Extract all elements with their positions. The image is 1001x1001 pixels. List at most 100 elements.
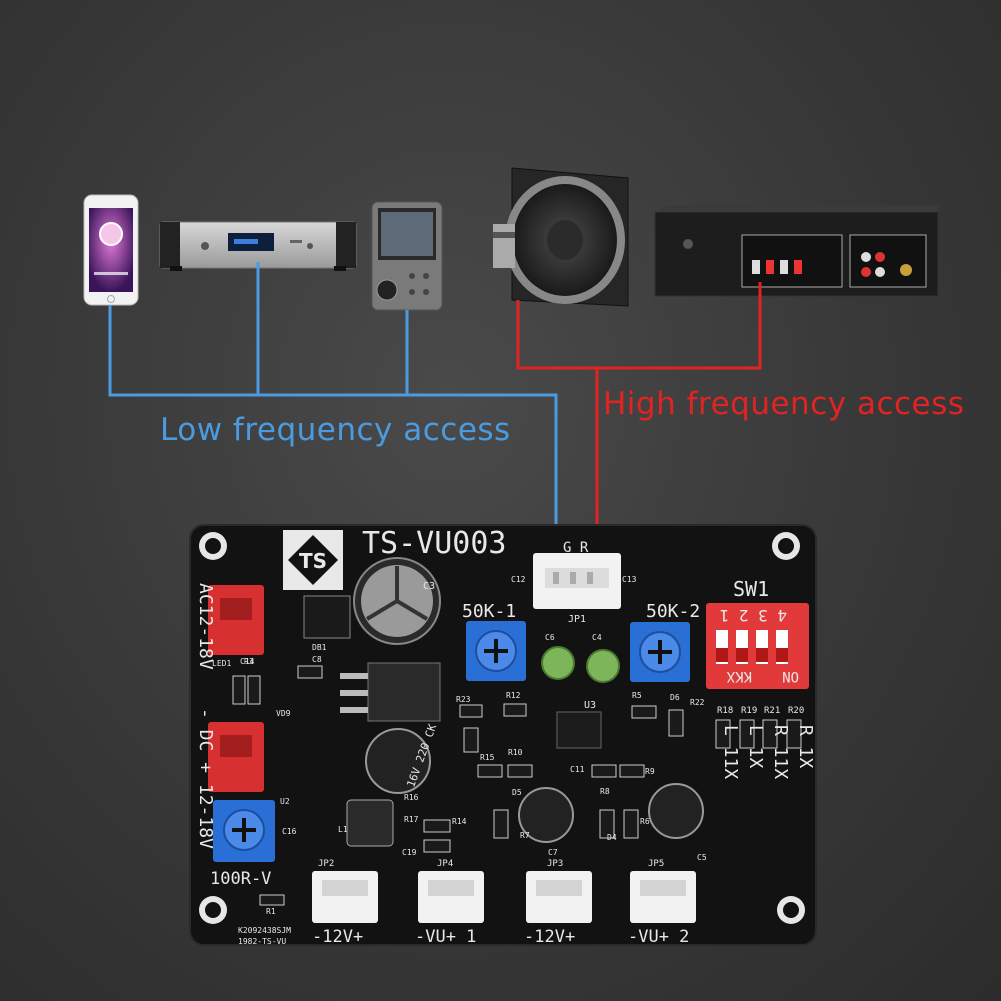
component-label-c11: C11 bbox=[570, 765, 585, 774]
inductor-l1 bbox=[346, 799, 394, 847]
component-label-r12: R12 bbox=[506, 691, 521, 700]
dc-power-label: - DC + 12-18V bbox=[195, 708, 216, 849]
smartphone-icon bbox=[83, 194, 139, 306]
cd-player-icon bbox=[159, 221, 357, 271]
amplifier-icon bbox=[654, 205, 939, 297]
jp5-connector[interactable] bbox=[630, 871, 696, 923]
ic-chip-u3 bbox=[556, 711, 602, 749]
component-label-c12: C12 bbox=[511, 575, 526, 584]
main-capacitor bbox=[353, 557, 441, 645]
jp4-label: -VU+ 1 bbox=[415, 927, 476, 947]
voltage-regulator bbox=[367, 662, 441, 722]
r20-label: R20 bbox=[788, 706, 804, 716]
component-label-r14: R14 bbox=[452, 817, 467, 826]
jp2-id: JP2 bbox=[318, 859, 334, 869]
trim-pot-100r[interactable] bbox=[213, 800, 275, 862]
gain-l-1x: L 1X bbox=[745, 725, 766, 769]
green-cap-c4 bbox=[586, 649, 620, 683]
ts-logo: TS bbox=[283, 530, 343, 590]
component-label-l1: L1 bbox=[338, 825, 348, 834]
jp1-pin-label: G R bbox=[563, 540, 589, 556]
green-cap-c6 bbox=[541, 646, 575, 680]
vu-driver-board: TS bbox=[189, 524, 817, 947]
component-label-r1: R1 bbox=[266, 907, 276, 916]
component-label-c19: C19 bbox=[402, 848, 417, 857]
component-label-u2: U2 bbox=[280, 797, 290, 806]
ac-power-label: AC12-18V bbox=[195, 583, 216, 670]
component-label-vd9: VD9 bbox=[276, 709, 291, 718]
pot-50k-2[interactable] bbox=[630, 622, 690, 682]
component-label-c4: C4 bbox=[592, 633, 602, 642]
r19-label: R19 bbox=[741, 706, 757, 716]
component-label-c8: C8 bbox=[312, 655, 322, 664]
speaker-icon bbox=[493, 167, 629, 307]
svg-text:TS: TS bbox=[299, 549, 327, 573]
component-label-r10: R10 bbox=[508, 748, 523, 757]
component-label-db1: DB1 bbox=[312, 643, 327, 652]
r18-label: R18 bbox=[717, 706, 733, 716]
component-label-c16: C16 bbox=[282, 827, 297, 836]
component-label-c5: C5 bbox=[697, 853, 707, 862]
component-label-led1: LED1 bbox=[212, 659, 231, 668]
switch-on-label: ON bbox=[782, 668, 799, 684]
pot-left-label: 50K-1 bbox=[462, 601, 516, 622]
r21-label: R21 bbox=[764, 706, 780, 716]
component-label-r23: R23 bbox=[456, 695, 471, 704]
component-label-r8: R8 bbox=[600, 787, 610, 796]
low-frequency-wire bbox=[108, 262, 558, 552]
jp1-label: JP1 bbox=[568, 614, 586, 625]
board-title: TS-VU003 bbox=[362, 526, 507, 561]
chip-label: U3 bbox=[584, 700, 596, 711]
switch-label: SW1 bbox=[733, 577, 769, 601]
trim-pot-label: 100R-V bbox=[210, 869, 271, 889]
high-frequency-label: High frequency access bbox=[603, 386, 965, 422]
component-label-r17: R17 bbox=[404, 815, 419, 824]
low-frequency-label: Low frequency access bbox=[160, 412, 511, 448]
jp2-connector[interactable] bbox=[312, 871, 378, 923]
gain-r-1x: R 1X bbox=[795, 725, 816, 769]
bridge-rectifier bbox=[303, 595, 351, 639]
jp3-id: JP3 bbox=[547, 859, 563, 869]
component-label-r15: R15 bbox=[480, 753, 495, 762]
switch-kkx-label: KKX bbox=[726, 668, 752, 684]
switch-numbers: 4 3 2 1 bbox=[720, 606, 787, 625]
component-label-d4: D4 bbox=[607, 833, 617, 842]
component-label-c14: C14 bbox=[240, 657, 255, 666]
jp2-label: -12V+ bbox=[312, 927, 363, 947]
jp5-label: -VU+ 2 bbox=[628, 927, 689, 947]
gain-l-11x: L 11X bbox=[720, 725, 741, 779]
jp4-id: JP4 bbox=[437, 859, 453, 869]
pot-50k-1[interactable] bbox=[466, 621, 526, 681]
component-label-d5: D5 bbox=[512, 788, 522, 797]
component-label-r7: R7 bbox=[520, 831, 530, 840]
jp3-connector[interactable] bbox=[526, 871, 592, 923]
jp1-input-connector[interactable] bbox=[533, 553, 621, 609]
pot-right-label: 50K-2 bbox=[646, 601, 700, 622]
capacitor-220uf-2 bbox=[518, 787, 574, 843]
jp3-label: -12V+ bbox=[524, 927, 575, 947]
capacitor-220uf-1 bbox=[365, 728, 431, 794]
high-frequency-wire bbox=[516, 282, 762, 552]
serial-number: K2092438SJM bbox=[238, 926, 291, 935]
serial-number-2: 1982-TS-VU bbox=[238, 937, 286, 946]
component-label-r6: R6 bbox=[640, 817, 650, 826]
cap-c3-label: C3 bbox=[423, 581, 435, 592]
component-label-c13: C13 bbox=[622, 575, 637, 584]
component-label-d6: D6 bbox=[670, 693, 680, 702]
portable-player-icon bbox=[371, 201, 443, 311]
component-label-c7: C7 bbox=[548, 848, 558, 857]
component-label-r22: R22 bbox=[690, 698, 705, 707]
dip-switch-sw1[interactable] bbox=[706, 603, 809, 689]
jp4-connector[interactable] bbox=[418, 871, 484, 923]
component-label-r5: R5 bbox=[632, 691, 642, 700]
gain-r-11x: R 11X bbox=[770, 725, 791, 779]
component-label-r3: R3 bbox=[244, 657, 254, 666]
component-label-r9: R9 bbox=[645, 767, 655, 776]
jp5-id: JP5 bbox=[648, 859, 664, 869]
component-label-c6: C6 bbox=[545, 633, 555, 642]
capacitor-220uf-3 bbox=[648, 783, 704, 839]
component-label-r16: R16 bbox=[404, 793, 419, 802]
